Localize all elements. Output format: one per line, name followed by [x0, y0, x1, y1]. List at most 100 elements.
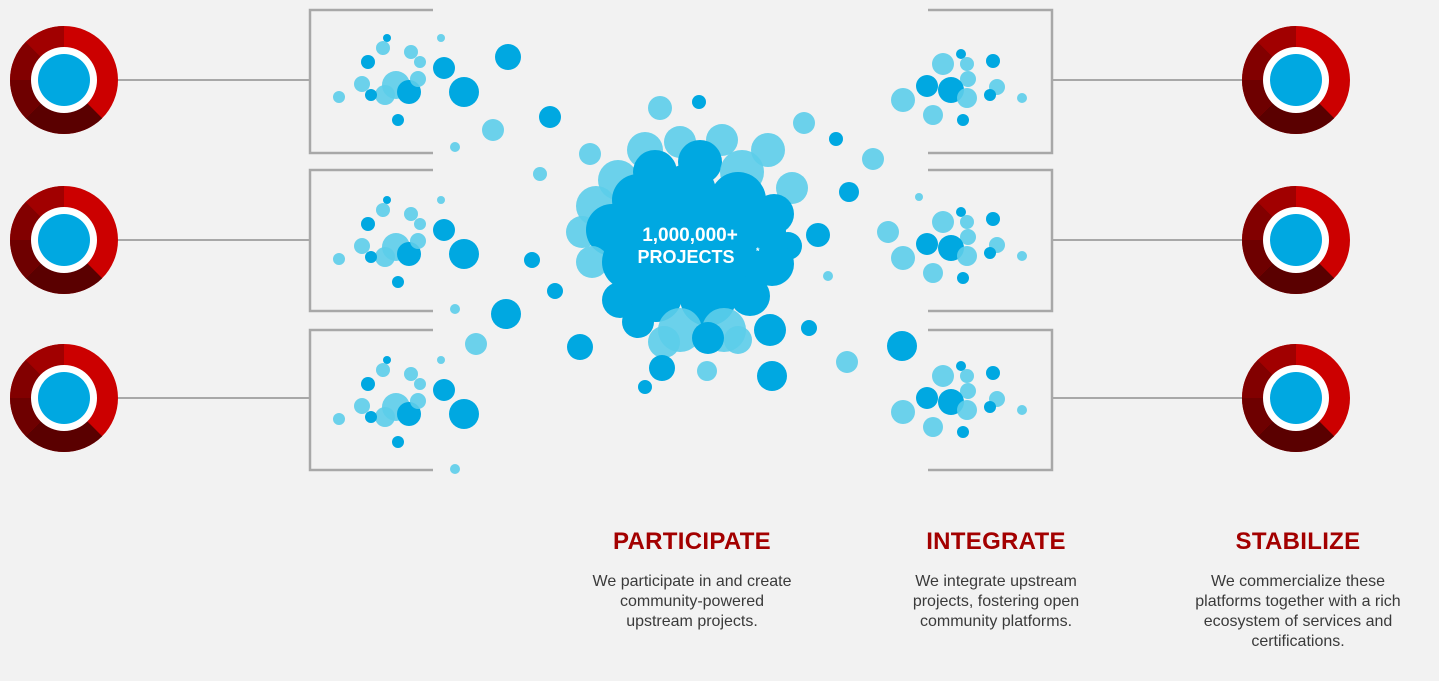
bubble: [365, 251, 377, 263]
column-participate: PARTICIPATE We participate in and create…: [552, 528, 832, 632]
bubble: [960, 369, 974, 383]
bubble: [410, 393, 426, 409]
bubble: [365, 89, 377, 101]
bubble: [960, 215, 974, 229]
hub-footnote-mark: *: [756, 246, 760, 256]
bubble: [957, 114, 969, 126]
bubble: [932, 365, 954, 387]
bubble: [916, 75, 938, 97]
stabilize-line-4: certifications.: [1251, 633, 1345, 650]
bubble: [730, 276, 770, 316]
bubble: [383, 34, 391, 42]
bubble: [1017, 405, 1027, 415]
stabilize-line-3: ecosystem of services and: [1203, 613, 1393, 630]
bubble: [533, 167, 547, 181]
bubble: [986, 54, 1000, 68]
bubble: [361, 55, 375, 69]
bubble: [383, 196, 391, 204]
bubble: [354, 76, 370, 92]
bubble: [806, 223, 830, 247]
bubble: [984, 247, 996, 259]
stabilize-line-1: We commercialize these: [1211, 573, 1385, 590]
bubble: [984, 401, 996, 413]
project-brackets: [308, 8, 1054, 472]
bubble: [547, 283, 563, 299]
bubble: [1017, 251, 1027, 261]
bubble: [354, 238, 370, 254]
bubble: [960, 71, 976, 87]
bubble: [750, 242, 794, 286]
bubble: [923, 263, 943, 283]
bubble: [957, 400, 977, 420]
bubble: [692, 322, 724, 354]
integrate-line-2: projects, fostering open: [912, 593, 1080, 610]
bubble: [960, 57, 974, 71]
bubble: [649, 355, 675, 381]
column-integrate: INTEGRATE We integrate upstream projects…: [866, 528, 1126, 632]
participate-line-2: community-powered: [619, 593, 765, 610]
bubble: [697, 361, 717, 381]
bubble: [375, 85, 395, 105]
bubble: [915, 193, 923, 201]
bubble: [986, 366, 1000, 380]
bubble: [891, 246, 915, 270]
hub-count-label: 1,000,000+: [642, 225, 738, 246]
bubble: [692, 95, 706, 109]
left-bracket-3: [308, 328, 433, 472]
bubble: [638, 380, 652, 394]
bubble: [392, 436, 404, 448]
bubble: [449, 239, 479, 269]
bubble: [404, 207, 418, 221]
bubble: [410, 71, 426, 87]
bubble: [437, 356, 445, 364]
red-ring-node-icon: [1242, 186, 1350, 295]
bubble: [404, 45, 418, 59]
bubble: [450, 304, 460, 314]
red-ring-node-icon: [1242, 344, 1350, 453]
bubble: [433, 219, 455, 241]
bubble: [887, 331, 917, 361]
bubble: [392, 276, 404, 288]
stabilize-description: We commercialize these platforms togethe…: [1157, 572, 1439, 652]
stabilize-line-2: platforms together with a rich: [1195, 593, 1401, 610]
bubble: [923, 417, 943, 437]
bubble: [375, 407, 395, 427]
bubble: [414, 378, 426, 390]
bubble: [579, 143, 601, 165]
bubble: [956, 361, 966, 371]
bubble: [333, 253, 345, 265]
integrate-line-1: We integrate upstream: [915, 573, 1077, 590]
bubble: [891, 88, 915, 112]
bubble: [862, 148, 884, 170]
bubble: [392, 114, 404, 126]
bubble: [437, 34, 445, 42]
bubble: [891, 400, 915, 424]
bubble: [776, 172, 808, 204]
bubble: [622, 306, 654, 338]
integrate-title: INTEGRATE: [926, 528, 1066, 555]
bubble: [354, 398, 370, 414]
bubble: [524, 252, 540, 268]
left-bracket-1: [308, 8, 433, 155]
bubble: [365, 411, 377, 423]
bubble: [757, 361, 787, 391]
bubble: [449, 399, 479, 429]
bubble: [376, 41, 390, 55]
bubble: [986, 212, 1000, 226]
bubble: [957, 88, 977, 108]
participate-description: We participate in and create community-p…: [552, 572, 832, 632]
upstream-diagram: 1,000,000+PROJECTS*: [9, 8, 1350, 474]
connector-lines: [110, 79, 1245, 399]
bubble: [801, 320, 817, 336]
column-stabilize: STABILIZE We commercialize these platfor…: [1157, 528, 1439, 652]
bubble: [333, 91, 345, 103]
bubble: [414, 56, 426, 68]
red-ring-node-icon: [9, 344, 119, 453]
right-bracket-1: [928, 8, 1054, 155]
bubble: [539, 106, 561, 128]
left-bracket-2: [308, 168, 433, 313]
right-bracket-2: [928, 168, 1054, 313]
participate-line-3: upstream projects.: [626, 613, 758, 630]
right-bracket-3: [928, 328, 1054, 472]
bubble: [829, 132, 843, 146]
